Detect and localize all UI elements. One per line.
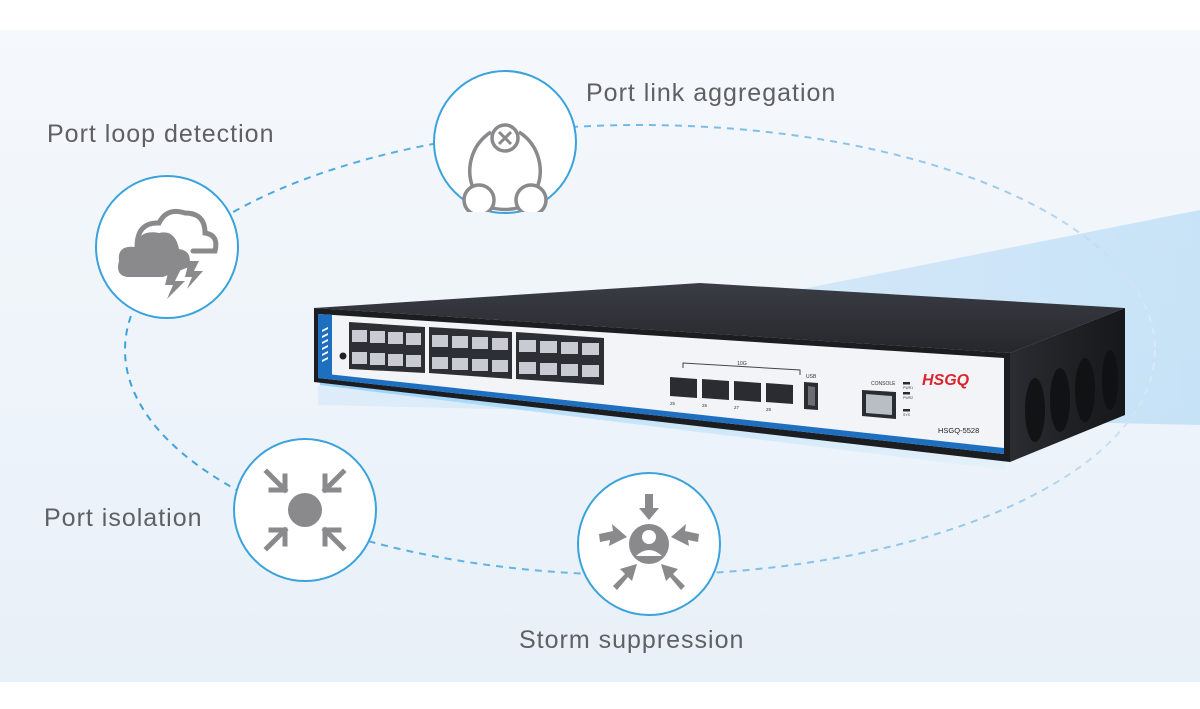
svg-text:26: 26 <box>702 403 708 408</box>
svg-text:25: 25 <box>670 401 676 406</box>
link-aggregation-icon <box>462 123 548 212</box>
svg-text:SYS: SYS <box>903 413 911 417</box>
sfp-group-label: 10G <box>737 361 747 367</box>
brand-logo: HSGQ <box>922 372 970 389</box>
storm-suppression-icon <box>599 494 699 590</box>
svg-text:PWR2: PWR2 <box>903 396 913 400</box>
network-switch: 10G 25 26 27 28 USB CONSOLE PWR1 <box>314 283 1125 470</box>
loop-detection-icon <box>118 208 219 299</box>
storm-suppression-circle <box>577 472 721 616</box>
feature-label-loop-detection: Port loop detection <box>47 120 275 148</box>
isolation-circle <box>233 438 377 582</box>
link-aggregation-circle <box>433 70 577 214</box>
svg-text:27: 27 <box>734 405 740 410</box>
feature-label-link-aggregation: Port link aggregation <box>586 79 837 107</box>
svg-text:PWR1: PWR1 <box>903 386 913 390</box>
feature-label-isolation: Port isolation <box>44 504 203 532</box>
rj45-port-groups <box>349 322 604 385</box>
feature-label-storm-suppression: Storm suppression <box>519 626 745 654</box>
feature-showcase: 10G 25 26 27 28 USB CONSOLE PWR1 <box>0 30 1200 682</box>
usb-label: USB <box>806 374 817 380</box>
console-label: CONSOLE <box>871 381 896 387</box>
svg-text:28: 28 <box>766 407 772 412</box>
loop-detection-circle <box>95 175 239 319</box>
isolation-icon <box>263 468 347 552</box>
sfp-ports <box>670 377 793 404</box>
model-label: HSGQ-5528 <box>938 426 979 435</box>
